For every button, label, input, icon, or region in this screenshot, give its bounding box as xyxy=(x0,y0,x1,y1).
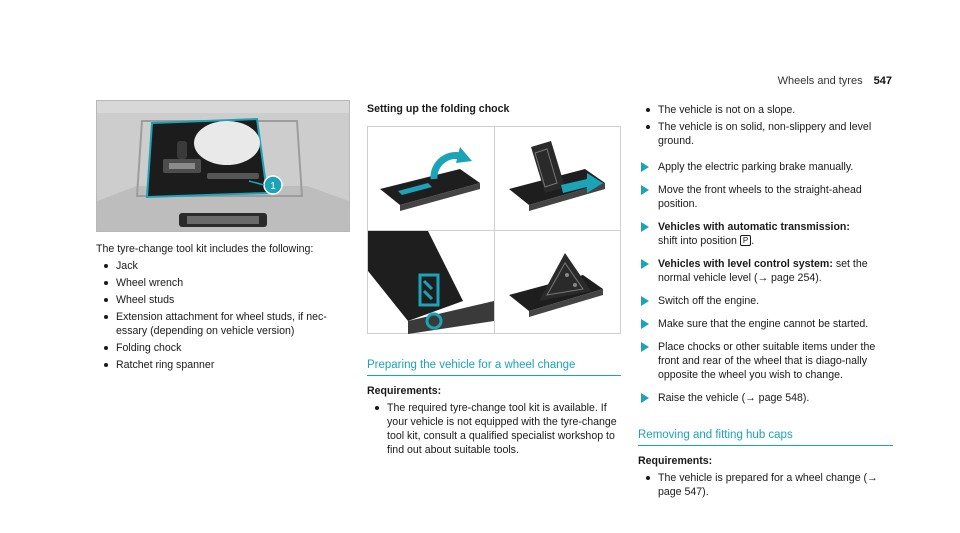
running-head-title: Wheels and tyres xyxy=(777,75,863,87)
step-item: Move the front wheels to the straight-ah… xyxy=(638,183,893,211)
page-number: 547 xyxy=(873,75,892,87)
step-item: Vehicles with automatic transmission: sh… xyxy=(638,220,893,248)
requirements-list: The vehicle is prepared for a wheel chan… xyxy=(638,471,893,499)
step-arrow-icon xyxy=(641,296,649,306)
kit-item: Extension attachment for wheel studs, if… xyxy=(96,310,348,338)
step-item: Make sure that the engine cannot be star… xyxy=(638,317,893,331)
kit-caption: The tyre-change tool kit includes the fo… xyxy=(96,243,314,255)
step-item: Vehicles with level control system: set … xyxy=(638,257,893,285)
requirements-list: The required tyre-change tool kit is ava… xyxy=(367,401,621,457)
tool-kit-illustration: 1 xyxy=(97,101,349,231)
chock-step-3-image xyxy=(368,231,494,334)
kit-item: Jack xyxy=(96,259,348,273)
kit-item: Ratchet ring spanner xyxy=(96,358,348,372)
step-arrow-icon xyxy=(641,185,649,195)
step-arrow-icon xyxy=(641,393,649,403)
precondition-item: The vehicle is not on a slope. xyxy=(638,103,893,117)
step-item: Apply the electric parking brake manuall… xyxy=(638,160,893,174)
step-item: Place chocks or other suitable items und… xyxy=(638,340,893,382)
requirements-label: Requirements: xyxy=(638,455,713,467)
photo-callout-1: 1 xyxy=(270,181,276,192)
chock-step-4-image xyxy=(495,231,621,334)
step-arrow-icon xyxy=(641,222,649,232)
kit-item: Wheel wrench xyxy=(96,276,348,290)
tool-kit-photo: 1 xyxy=(96,100,350,232)
requirement-item: The required tyre-change tool kit is ava… xyxy=(367,401,621,457)
gear-p-icon: P xyxy=(739,235,752,246)
requirement-item: The vehicle is prepared for a wheel chan… xyxy=(638,471,893,499)
step-arrow-icon xyxy=(641,259,649,269)
running-head: Wheels and tyres 547 xyxy=(778,75,892,87)
kit-item: Folding chock xyxy=(96,341,348,355)
column-2: Setting up the folding chock xyxy=(367,100,621,460)
chock-illustration-grid xyxy=(367,126,621,334)
step-arrow-icon xyxy=(641,319,649,329)
chock-heading: Setting up the folding chock xyxy=(367,103,510,115)
precondition-list: The vehicle is not on a slope. The vehic… xyxy=(638,103,893,148)
requirements-label: Requirements: xyxy=(367,385,442,397)
column-3: The vehicle is not on a slope. The vehic… xyxy=(638,100,893,502)
section-title-preparing: Preparing the vehicle for a wheel change xyxy=(367,358,621,376)
step-item: Raise the vehicle (→ page 548). xyxy=(638,391,893,405)
kit-item-list: Jack Wheel wrench Wheel studs Extension … xyxy=(96,259,348,372)
chock-step-2-image xyxy=(495,127,621,230)
step-arrow-icon xyxy=(641,162,649,172)
step-item: Switch off the engine. xyxy=(638,294,893,308)
column-1: 1 The tyre-change tool kit includes the … xyxy=(96,100,350,375)
precondition-item: The vehicle is on solid, non-slippery an… xyxy=(638,120,893,148)
kit-item: Wheel studs xyxy=(96,293,348,307)
chock-step-1-image xyxy=(368,127,494,230)
step-arrow-icon xyxy=(641,342,649,352)
section-title-hub-caps: Removing and fitting hub caps xyxy=(638,428,893,446)
step-list: Apply the electric parking brake manuall… xyxy=(638,160,893,405)
